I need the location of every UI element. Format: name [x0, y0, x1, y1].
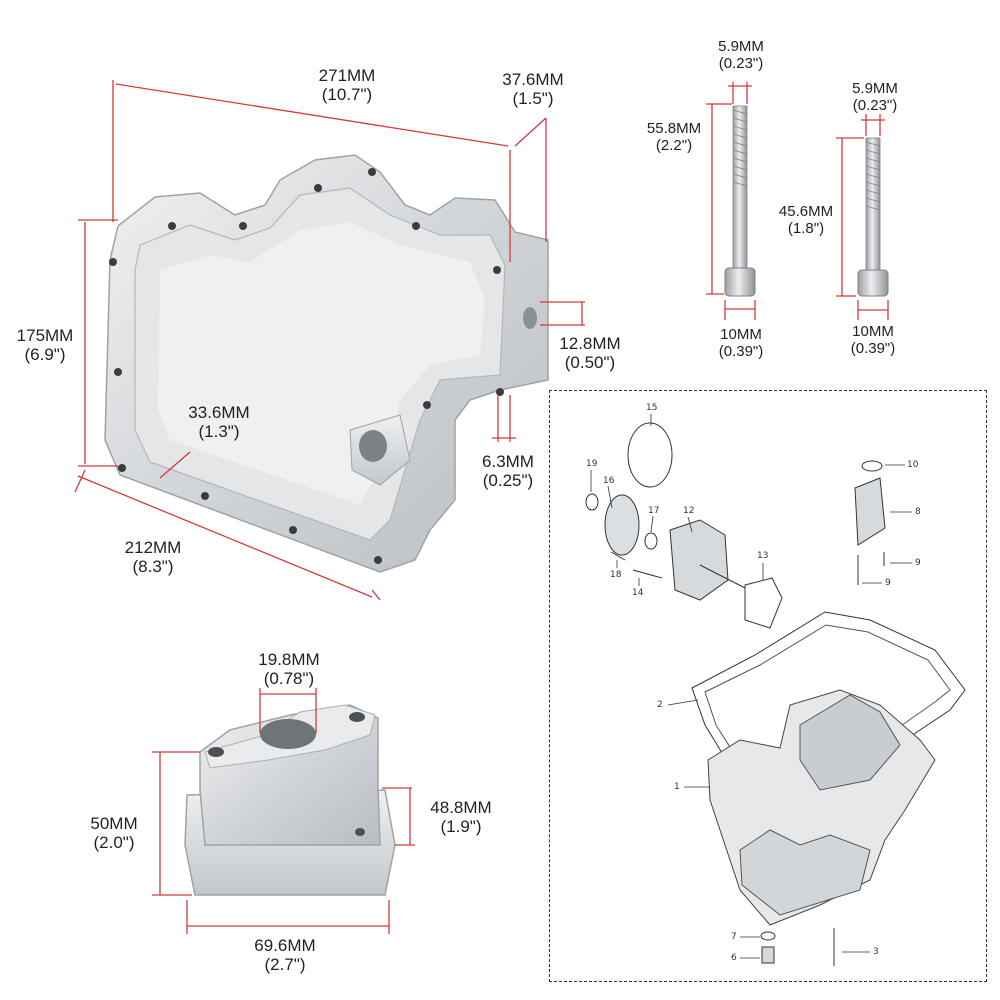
- bolt-long-length-label: 55.8MM(2.2"): [646, 120, 702, 154]
- callout-18: 18: [610, 570, 622, 580]
- pan-length-label: 271MM(10.7"): [318, 66, 376, 104]
- callout-13: 13: [757, 551, 769, 561]
- callout-9b: 9: [885, 578, 891, 588]
- bolt-short-thread-label: 5.9MM(0.23"): [852, 80, 898, 114]
- bolt-long-thread-label: 5.9MM(0.23"): [718, 38, 764, 72]
- bolt-short-image: [857, 137, 889, 297]
- pan-wall-label: 33.6MM(1.3"): [188, 403, 250, 441]
- pan-dimension-lines: [74, 80, 585, 601]
- callout-19: 19: [586, 459, 598, 469]
- callout-14: 14: [632, 588, 644, 598]
- bolt-long-head-label: 10MM(0.39"): [718, 326, 764, 360]
- spacer-bore-label: 19.8MM(0.78"): [258, 650, 320, 688]
- callout-12: 12: [683, 506, 695, 516]
- bolt-long-image: [724, 105, 756, 297]
- bolt-dimension-lines: [706, 82, 889, 320]
- callout-1: 1: [674, 782, 680, 792]
- bolt-short-head-label: 10MM(0.39"): [850, 323, 896, 357]
- callout-leaders: [590, 414, 912, 959]
- callout-3: 3: [873, 947, 879, 957]
- bolt-short-length-label: 45.6MM(1.8"): [778, 203, 834, 237]
- callout-2: 2: [657, 700, 663, 710]
- spacer-dimension-lines: [152, 688, 415, 934]
- spacer-step-label: 48.8MM(1.9"): [430, 798, 492, 836]
- callout-8: 8: [915, 507, 921, 517]
- callout-15: 15: [646, 403, 658, 413]
- exploded-view-frame: [549, 390, 987, 982]
- callout-6: 6: [731, 953, 737, 963]
- pan-flange-label: 37.6MM(1.5"): [502, 70, 564, 108]
- spacer-height-label: 50MM(2.0"): [90, 814, 138, 852]
- pan-width-label: 212MM(8.3"): [124, 538, 182, 576]
- callout-7: 7: [731, 932, 737, 942]
- pan-lip-label: 6.3MM(0.25"): [482, 452, 534, 490]
- spacer-block-image: [184, 704, 396, 896]
- pan-port-label: 12.8MM(0.50"): [559, 334, 621, 372]
- callout-10: 10: [907, 460, 919, 470]
- callout-17: 17: [648, 506, 660, 516]
- spacer-length-label: 69.6MM(2.7"): [254, 936, 316, 974]
- callout-16: 16: [603, 476, 615, 486]
- callout-9a: 9: [915, 558, 921, 568]
- exploded-view: [585, 422, 966, 966]
- pan-height-label: 175MM(6.9"): [16, 326, 74, 364]
- oil-pan-image: [104, 154, 549, 573]
